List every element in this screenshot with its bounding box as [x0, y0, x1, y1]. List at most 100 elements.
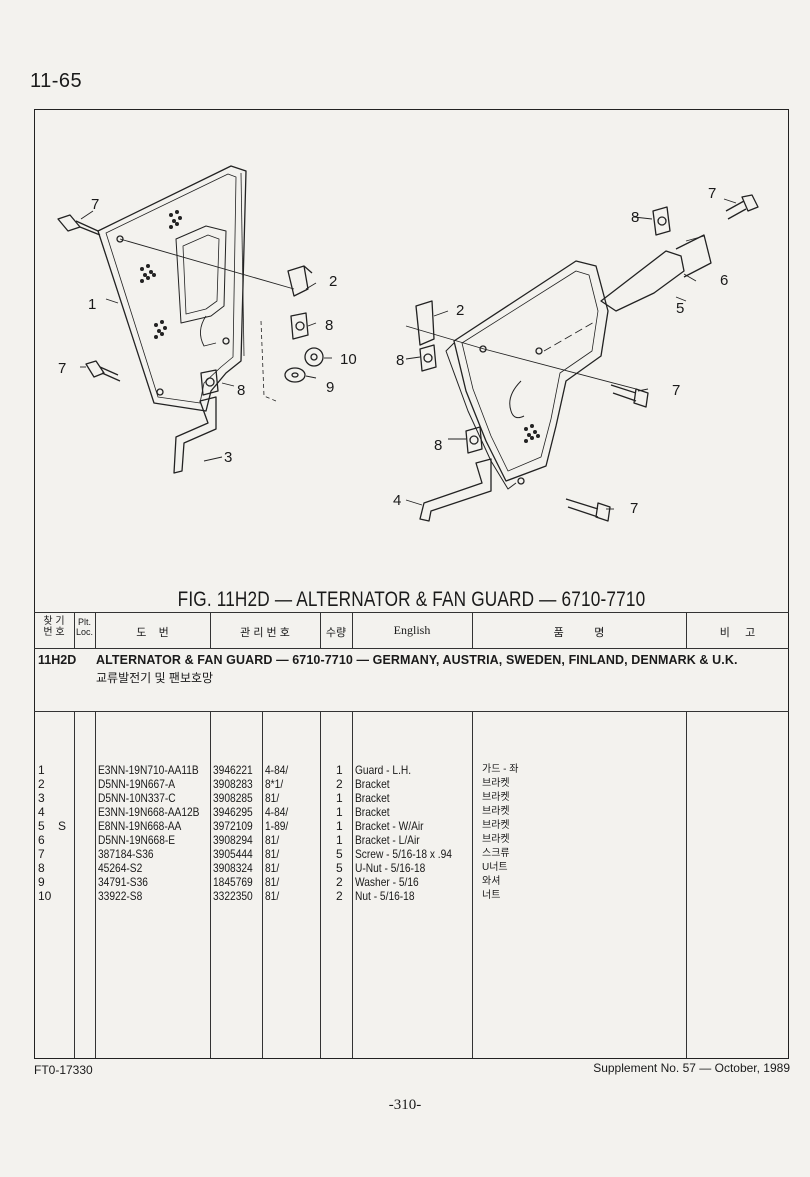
col-divider: [686, 612, 687, 648]
cell-loc: S: [58, 819, 67, 833]
figure-title: FIG. 11H2D — ALTERNATOR & FAN GUARD — 67…: [177, 588, 646, 611]
page-frame: [34, 109, 789, 1059]
cell-korean: 가드 - 좌: [482, 764, 519, 775]
cell-english: Nut - 5/16-18: [355, 889, 415, 903]
callout-label: 8: [396, 352, 404, 369]
cell-part-no: D5NN-19N667-A: [98, 777, 176, 791]
bracket-icon: [419, 458, 492, 522]
cell-korean: 브라켓: [482, 820, 510, 831]
cell-date: 1-89/: [265, 819, 289, 833]
cell-date: 4-84/: [265, 763, 289, 777]
col-divider: [352, 612, 353, 648]
callout-label: 2: [329, 273, 337, 290]
header-drawing-no: 도 번: [136, 627, 169, 639]
callout-label: 7: [630, 500, 638, 517]
cell-english: Bracket: [355, 777, 390, 791]
col-divider: [210, 612, 211, 648]
cell-ref: 6: [38, 833, 45, 847]
cell-korean: 브라켓: [482, 792, 510, 803]
cell-part-no: E8NN-19N668-AA: [98, 819, 182, 833]
cell-qty: 2: [336, 777, 343, 791]
callout-label: 10: [340, 351, 357, 368]
callout-label: 2: [456, 302, 464, 319]
callout-label: 7: [672, 382, 680, 399]
exploded-parts-diagram: 7 2 8 10 9 8 3 1 7 8 2 8 7 6 5 7 8 4 7: [57, 165, 759, 522]
cell-english: Bracket - W/Air: [355, 819, 424, 833]
screw-icon: [725, 194, 759, 220]
cell-part-no: 387184-S36: [98, 847, 154, 861]
callout-label: 8: [237, 382, 245, 399]
cell-part-no: E3NN-19N710-AA11B: [98, 763, 199, 777]
col-divider: [74, 612, 75, 648]
right-guard-illustration: [445, 260, 609, 490]
header-english: English: [393, 623, 431, 637]
callout-label: 5: [676, 300, 684, 317]
bracket-icon: [173, 396, 217, 474]
cell-date: 81/: [265, 833, 280, 847]
cell-control-no: 3908294: [213, 833, 253, 847]
cell-korean: 브라켓: [482, 834, 510, 845]
col-divider: [320, 711, 321, 1058]
cell-korean: 브라켓: [482, 806, 510, 817]
cell-part-no: D5NN-19N668-E: [98, 833, 176, 847]
screw-icon: [610, 384, 649, 408]
header-korean-name: 품 명: [553, 627, 605, 639]
table-top-rule: [34, 612, 789, 613]
callout-label: 8: [631, 209, 639, 226]
cell-control-no: 3908285: [213, 791, 253, 805]
bracket-icon: [600, 250, 685, 312]
group-title-korean: 교류발전기 및 팬보호망: [96, 671, 214, 685]
group-title-english: ALTERNATOR & FAN GUARD — 6710-7710 — GER…: [96, 653, 738, 667]
cell-qty: 5: [336, 861, 343, 875]
table-header-rule: [34, 648, 789, 649]
cell-korean: 와셔: [482, 876, 501, 887]
cell-date: 8*1/: [265, 777, 284, 791]
page-number: -310-: [388, 1097, 422, 1113]
u-nut-icon: [200, 369, 219, 396]
cell-qty: 1: [336, 791, 343, 805]
cell-ref: 3: [38, 791, 45, 805]
cell-control-no: 1845769: [213, 875, 253, 889]
col-divider: [352, 711, 353, 1058]
callout-label: 1: [88, 296, 96, 313]
cell-english: Washer - 5/16: [355, 875, 419, 889]
cell-english: Screw - 5/16-18 x .94: [355, 847, 452, 861]
screw-icon: [57, 214, 101, 236]
col-divider: [472, 711, 473, 1058]
cell-ref: 2: [38, 777, 45, 791]
cell-ref: 1: [38, 763, 45, 777]
footer-form-code: FT0-17330: [34, 1063, 93, 1077]
header-remarks: 비 고: [719, 627, 756, 639]
cell-english: U-Nut - 5/16-18: [355, 861, 426, 875]
cell-control-no: 3946221: [213, 763, 253, 777]
callout-label: 9: [326, 379, 334, 396]
cell-qty: 5: [336, 847, 343, 861]
cell-ref: 5: [38, 819, 45, 833]
col-divider: [74, 711, 75, 1058]
cell-ref: 8: [38, 861, 45, 875]
callout-label: 7: [58, 360, 66, 377]
col-divider: [210, 711, 211, 1058]
cell-control-no: 3905444: [213, 847, 253, 861]
cell-control-no: 3946295: [213, 805, 253, 819]
cell-english: Guard - L.H.: [355, 763, 412, 777]
col-divider: [686, 711, 687, 1058]
cell-control-no: 3908283: [213, 777, 253, 791]
callout-label: 7: [708, 185, 716, 202]
cell-korean: 너트: [482, 890, 501, 901]
left-guard-illustration: [97, 165, 247, 412]
cell-qty: 1: [336, 833, 343, 847]
washer-icon: [284, 367, 306, 383]
cell-english: Bracket: [355, 791, 390, 805]
callout-label: 7: [91, 196, 99, 213]
callout-label: 8: [325, 317, 333, 334]
bracket-icon: [415, 300, 435, 346]
cell-qty: 1: [336, 805, 343, 819]
cell-qty: 2: [336, 875, 343, 889]
cell-part-no: 33922-S8: [98, 889, 143, 903]
cell-qty: 2: [336, 889, 343, 903]
col-divider: [95, 612, 96, 648]
cell-part-no: E3NN-19N668-AA12B: [98, 805, 200, 819]
header-qty: 수량: [325, 627, 347, 639]
cell-part-no: 45264-S2: [98, 861, 143, 875]
